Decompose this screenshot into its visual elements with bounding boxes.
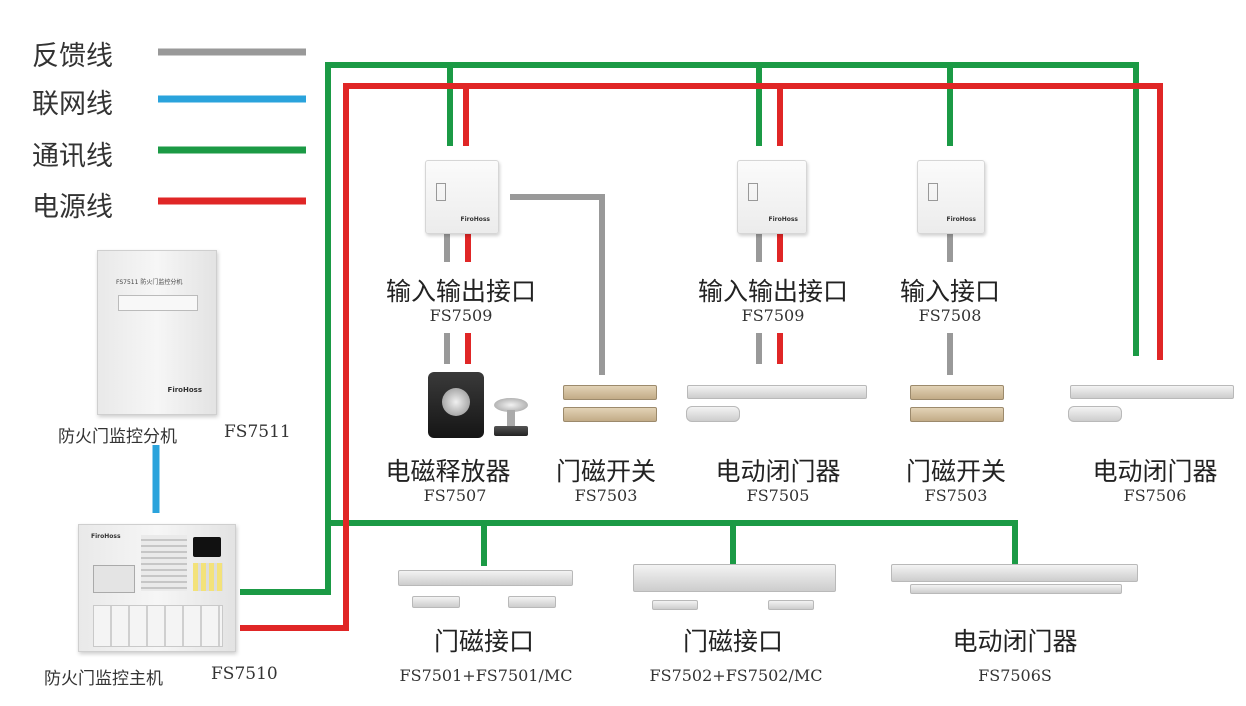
switch1-model: FS7503 [574, 486, 638, 505]
io-module-image: FiroHoss [425, 160, 499, 234]
door-closer-rail-image-2 [1070, 385, 1234, 399]
switch1-name: 门磁开关 [555, 457, 657, 486]
closer3-model: FS7506S [978, 666, 1052, 685]
in1-name: 输入接口 [899, 277, 1001, 306]
door-switch-magnet-image-2 [910, 407, 1004, 422]
door-magnet-interface-image-2 [633, 564, 836, 592]
host-name: 防火门监控主机 [44, 669, 163, 689]
door-closer-rail-image-3 [891, 564, 1138, 582]
mag2-name: 门磁接口 [682, 627, 784, 656]
mag1-name: 门磁接口 [433, 627, 535, 656]
mag2-model: FS7502+FS7502/MC [649, 666, 823, 685]
feedback-io1-switch [510, 194, 605, 375]
door-switch-magnet-image [563, 407, 657, 422]
switch2-model: FS7503 [924, 486, 988, 505]
release-name: 电磁释放器 [385, 457, 511, 486]
main-host-cabinet-image: FiroHoss [78, 524, 236, 652]
closer1-model: FS7505 [746, 486, 810, 505]
magnetic-release-image [428, 372, 484, 438]
switch2-name: 门磁开关 [905, 457, 1007, 486]
legend-label-feedback: 反馈线 [32, 41, 113, 72]
closer3-name: 电动闭门器 [952, 627, 1078, 656]
door-closer-arm-image-3 [910, 584, 1122, 594]
door-switch-image [563, 385, 657, 400]
closer1-name: 电动闭门器 [715, 457, 841, 486]
subhost-name: 防火门监控分机 [58, 427, 177, 447]
armature-plate-image [490, 398, 532, 438]
io2-name: 输入输出接口 [697, 277, 849, 306]
legend-label-comm: 通讯线 [32, 141, 113, 172]
io2-model: FS7509 [741, 306, 805, 325]
in1-model: FS7508 [918, 306, 982, 325]
door-magnet-interface-2-part-a [652, 600, 698, 610]
door-magnet-interface-part-b [508, 596, 556, 608]
door-magnet-interface-part-a [412, 596, 460, 608]
door-closer-arm-image [686, 406, 740, 422]
door-magnet-interface-2-part-b [768, 600, 814, 610]
door-closer-arm-image-2 [1068, 406, 1122, 422]
power-wire [240, 83, 1163, 631]
comm-wire-bottom [328, 520, 1018, 566]
io1-name: 输入输出接口 [385, 277, 537, 306]
mag1-model: FS7501+FS7501/MC [399, 666, 573, 685]
legend-label-power: 电源线 [32, 192, 113, 223]
io1-model: FS7509 [429, 306, 493, 325]
door-closer-rail-image [687, 385, 867, 399]
host-model: FS7510 [211, 664, 278, 684]
sub-host-cabinet-image: FS7511 防火门监控分机 FiroHoss [97, 250, 217, 415]
door-switch-image-2 [910, 385, 1004, 400]
closer2-name: 电动闭门器 [1092, 457, 1218, 486]
release-model: FS7507 [423, 486, 487, 505]
legend-label-network: 联网线 [32, 89, 113, 120]
comm-wire-top [240, 62, 1139, 595]
input-module-image: FiroHoss [917, 160, 985, 234]
closer2-model: FS7506 [1123, 486, 1187, 505]
door-magnet-interface-image [398, 570, 573, 586]
io-module-image-2: FiroHoss [737, 160, 807, 234]
subhost-model: FS7511 [224, 422, 291, 442]
